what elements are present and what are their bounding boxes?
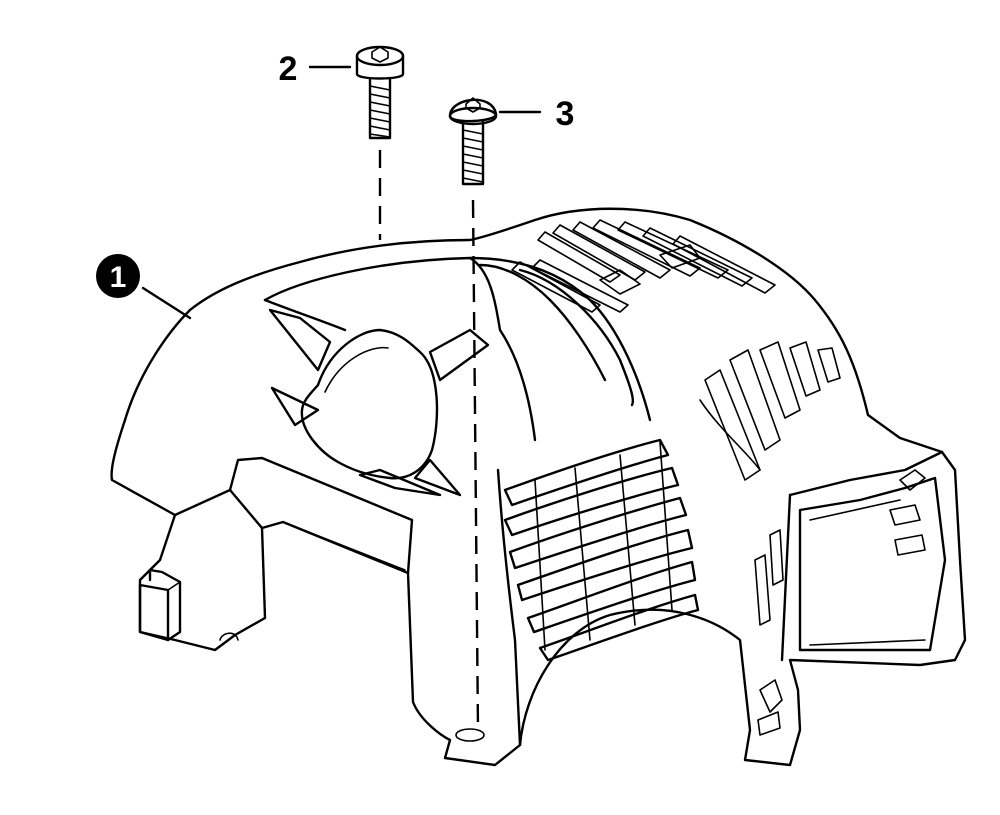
socket-head-screw-icon (355, 45, 405, 140)
callout-1-circle (96, 254, 140, 298)
callout-1-label: 1 (110, 261, 127, 294)
engine-cover-icon (110, 207, 967, 767)
callout-1: 1 (96, 254, 140, 298)
assembly-lines (378, 150, 480, 731)
pan-head-screw-icon (448, 97, 498, 186)
screw-3-axis-line (471, 199, 480, 731)
leader-line-1 (141, 286, 192, 320)
leader-lines (141, 65, 542, 320)
callout-3-label: 3 (556, 95, 575, 133)
callout-2-label: 2 (279, 50, 298, 88)
